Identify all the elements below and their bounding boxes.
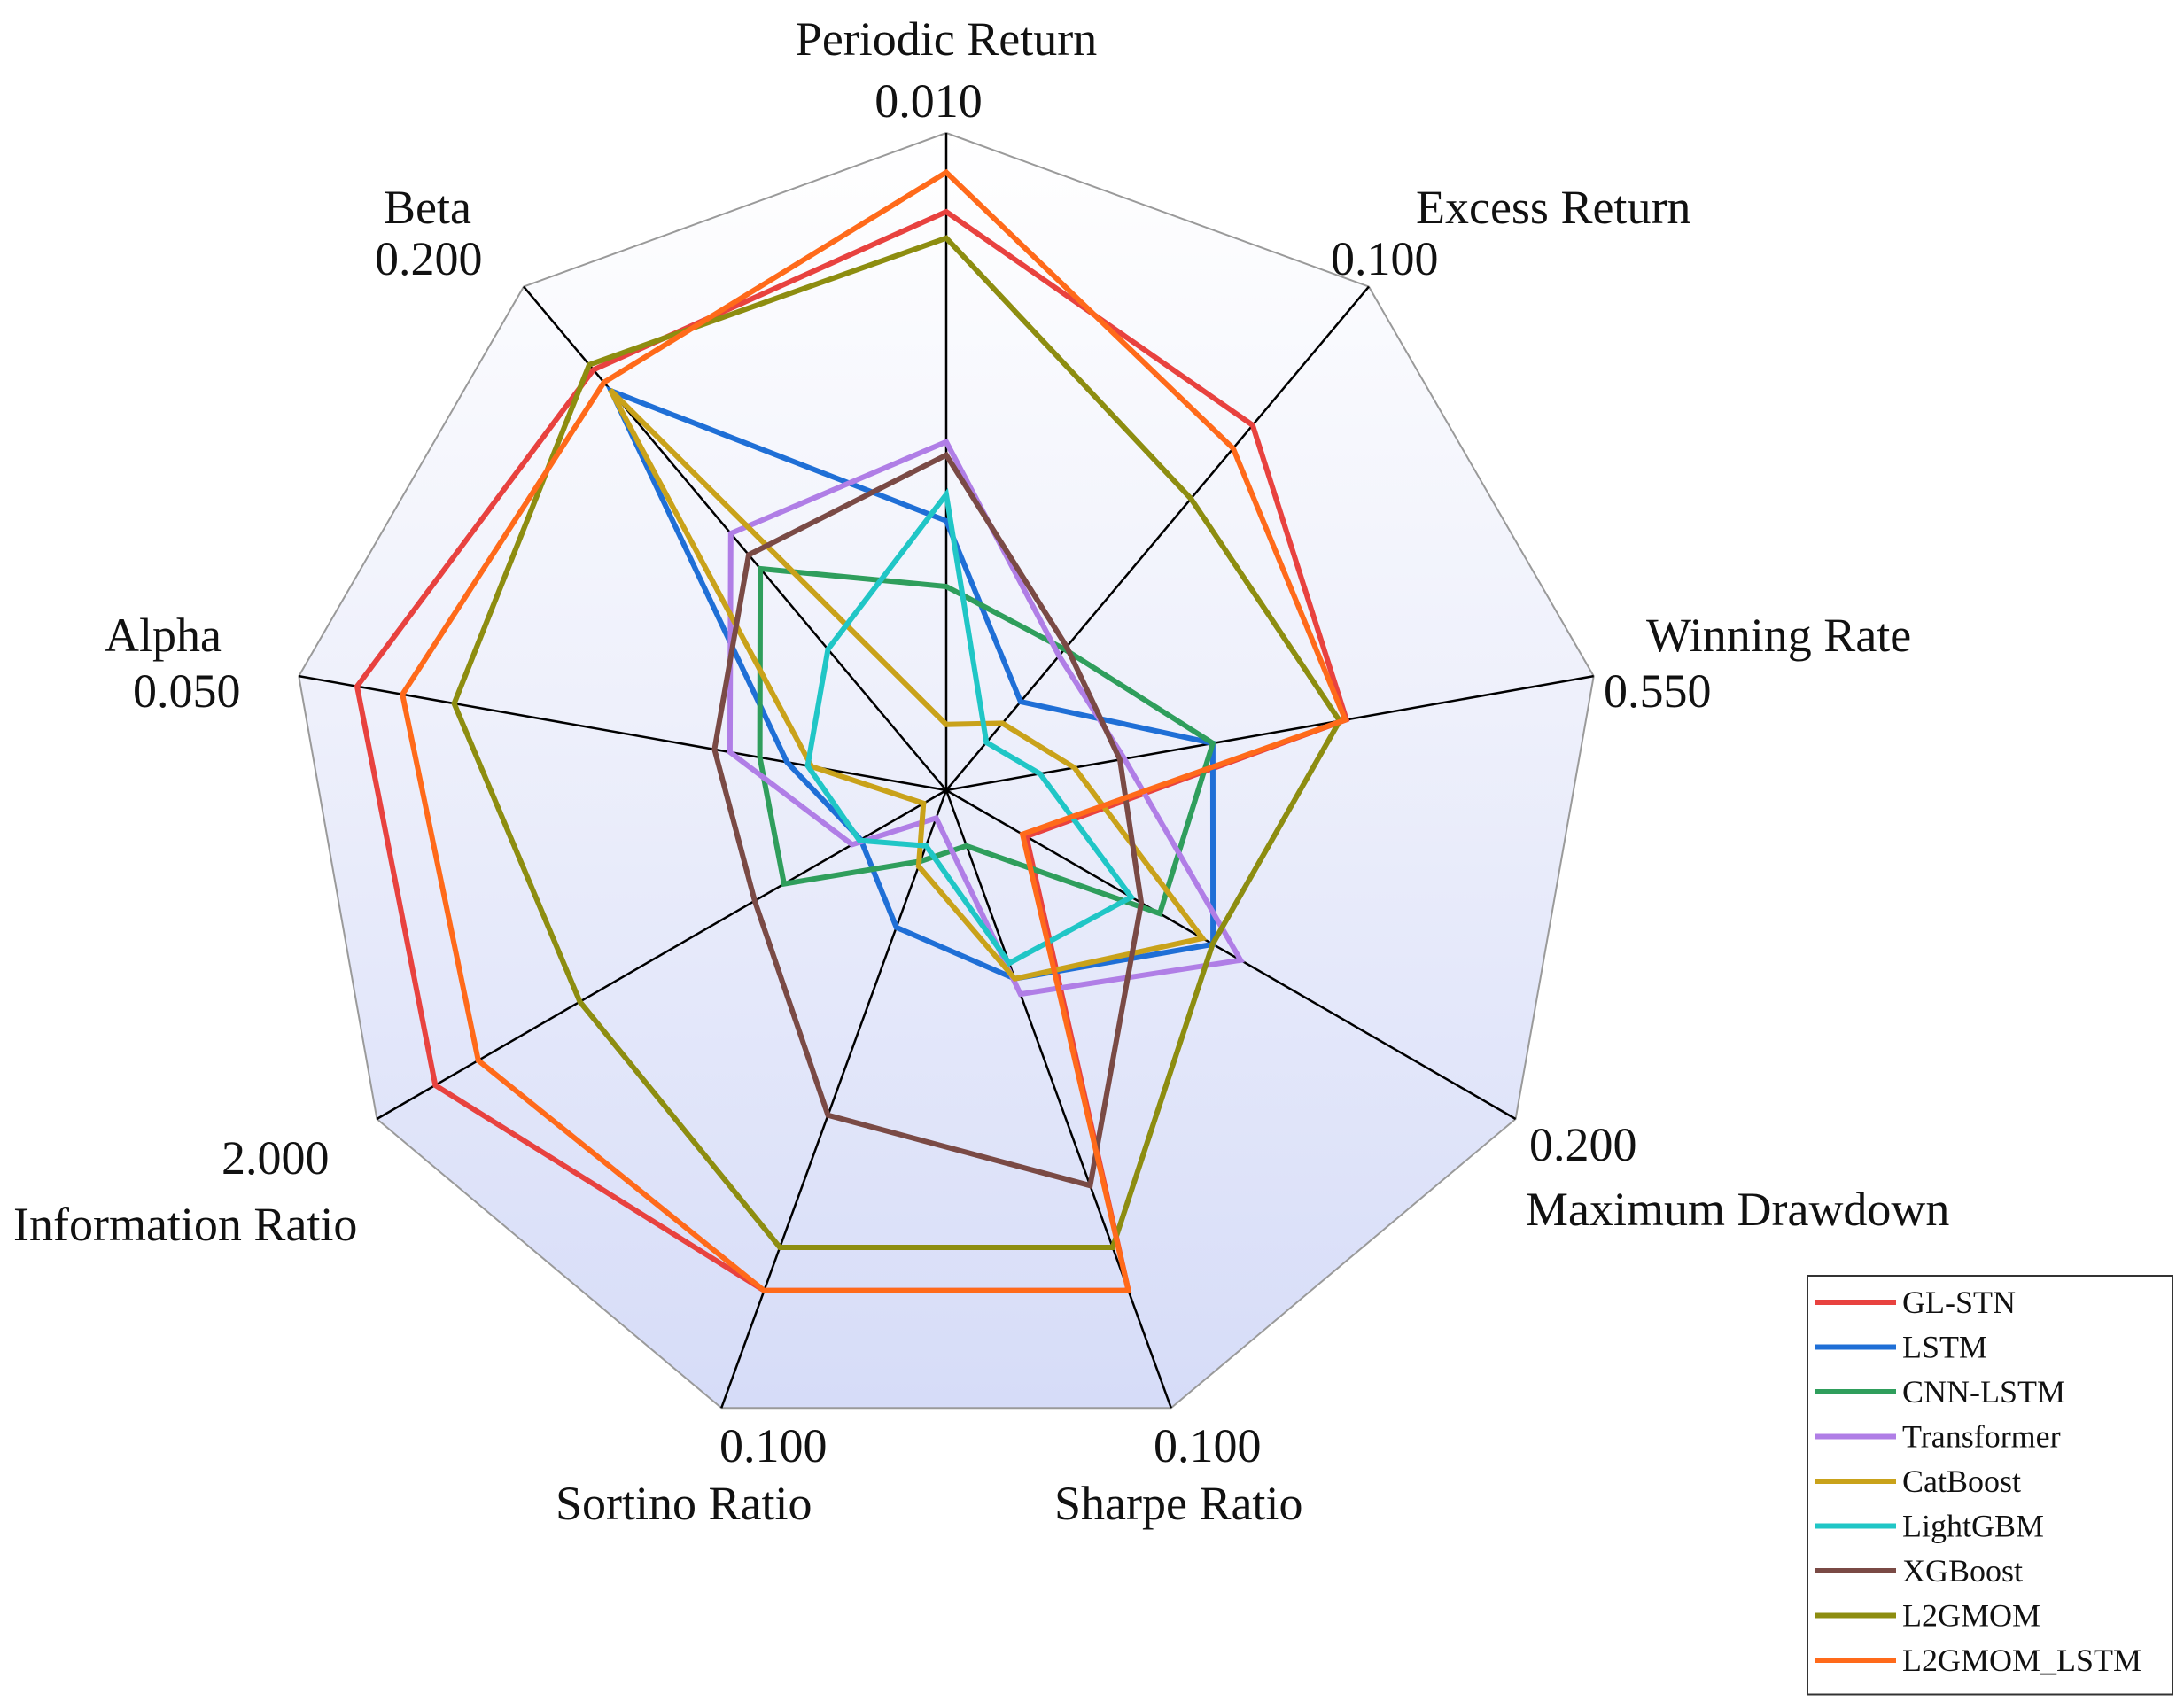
radar-spokes bbox=[299, 133, 1594, 1409]
legend-label-gl-stn: GL-STN bbox=[1902, 1285, 2016, 1320]
legend-label-xgboost: XGBoost bbox=[1902, 1553, 2023, 1588]
series-xgboost bbox=[711, 451, 1145, 1189]
legend-label-transformer: Transformer bbox=[1902, 1419, 2061, 1455]
axis-label-winning-rate: Winning Rate bbox=[1646, 609, 1911, 662]
spoke-sortino-ratio bbox=[720, 789, 948, 1409]
axis-max-sharpe-ratio: 0.100 bbox=[1154, 1419, 1262, 1472]
legend-label-cnn-lstm: CNN-LSTM bbox=[1902, 1374, 2065, 1410]
legend-label-lightgbm: LightGBM bbox=[1902, 1509, 2044, 1544]
axis-label-alpha: Alpha bbox=[105, 609, 222, 662]
series-lightgbm bbox=[804, 487, 1136, 967]
axis-label-excess-return: Excess Return bbox=[1416, 181, 1690, 234]
spoke-excess-return bbox=[945, 285, 1370, 791]
series-lstm bbox=[605, 385, 1216, 982]
legend-label-lstm: LSTM bbox=[1902, 1330, 1987, 1365]
legend: GL-STN LSTM CNN-LSTM TransformerCatBoostLig… bbox=[1807, 1275, 2173, 1696]
axis-label-sharpe-ratio: Sharpe Ratio bbox=[1054, 1477, 1302, 1530]
axis-max-periodic-return: 0.010 bbox=[874, 74, 983, 128]
axis-max-beta: 0.200 bbox=[375, 232, 483, 285]
series-catboost bbox=[608, 387, 1208, 983]
series-cnn-lstm bbox=[757, 565, 1216, 917]
axis-max-excess-return: 0.100 bbox=[1331, 232, 1439, 285]
spoke-maximum-drawdown bbox=[945, 788, 1517, 1121]
axis-max-maximum-drawdown: 0.200 bbox=[1529, 1118, 1637, 1171]
radar-series bbox=[354, 168, 1350, 1293]
axis-label-sortino-ratio: Sortino Ratio bbox=[556, 1477, 812, 1530]
axis-label-periodic-return: Periodic Return bbox=[796, 12, 1097, 66]
axis-max-information-ratio: 2.000 bbox=[222, 1131, 330, 1184]
legend-label-l2gmom-lstm: L2GMOM_LSTM bbox=[1902, 1643, 2141, 1678]
series-transformer bbox=[727, 438, 1245, 998]
axis-label-beta: Beta bbox=[384, 181, 471, 234]
series-l2gmom-lstm bbox=[400, 168, 1349, 1293]
series-l2gmom bbox=[451, 235, 1343, 1250]
spoke-sharpe-ratio bbox=[944, 789, 1172, 1409]
spoke-alpha bbox=[299, 674, 947, 792]
axis-label-maximum-drawdown: Maximum Drawdown bbox=[1526, 1183, 1949, 1236]
axis-label-information-ratio: Information Ratio bbox=[13, 1198, 357, 1251]
spoke-winning-rate bbox=[945, 674, 1594, 792]
axis-max-sortino-ratio: 0.100 bbox=[719, 1419, 828, 1472]
axis-max-winning-rate: 0.550 bbox=[1604, 664, 1712, 718]
legend-label-l2gmom: L2GMOM bbox=[1902, 1598, 2040, 1634]
legend-label-catboost: CatBoost bbox=[1902, 1464, 2021, 1499]
axis-max-alpha: 0.050 bbox=[133, 664, 241, 718]
